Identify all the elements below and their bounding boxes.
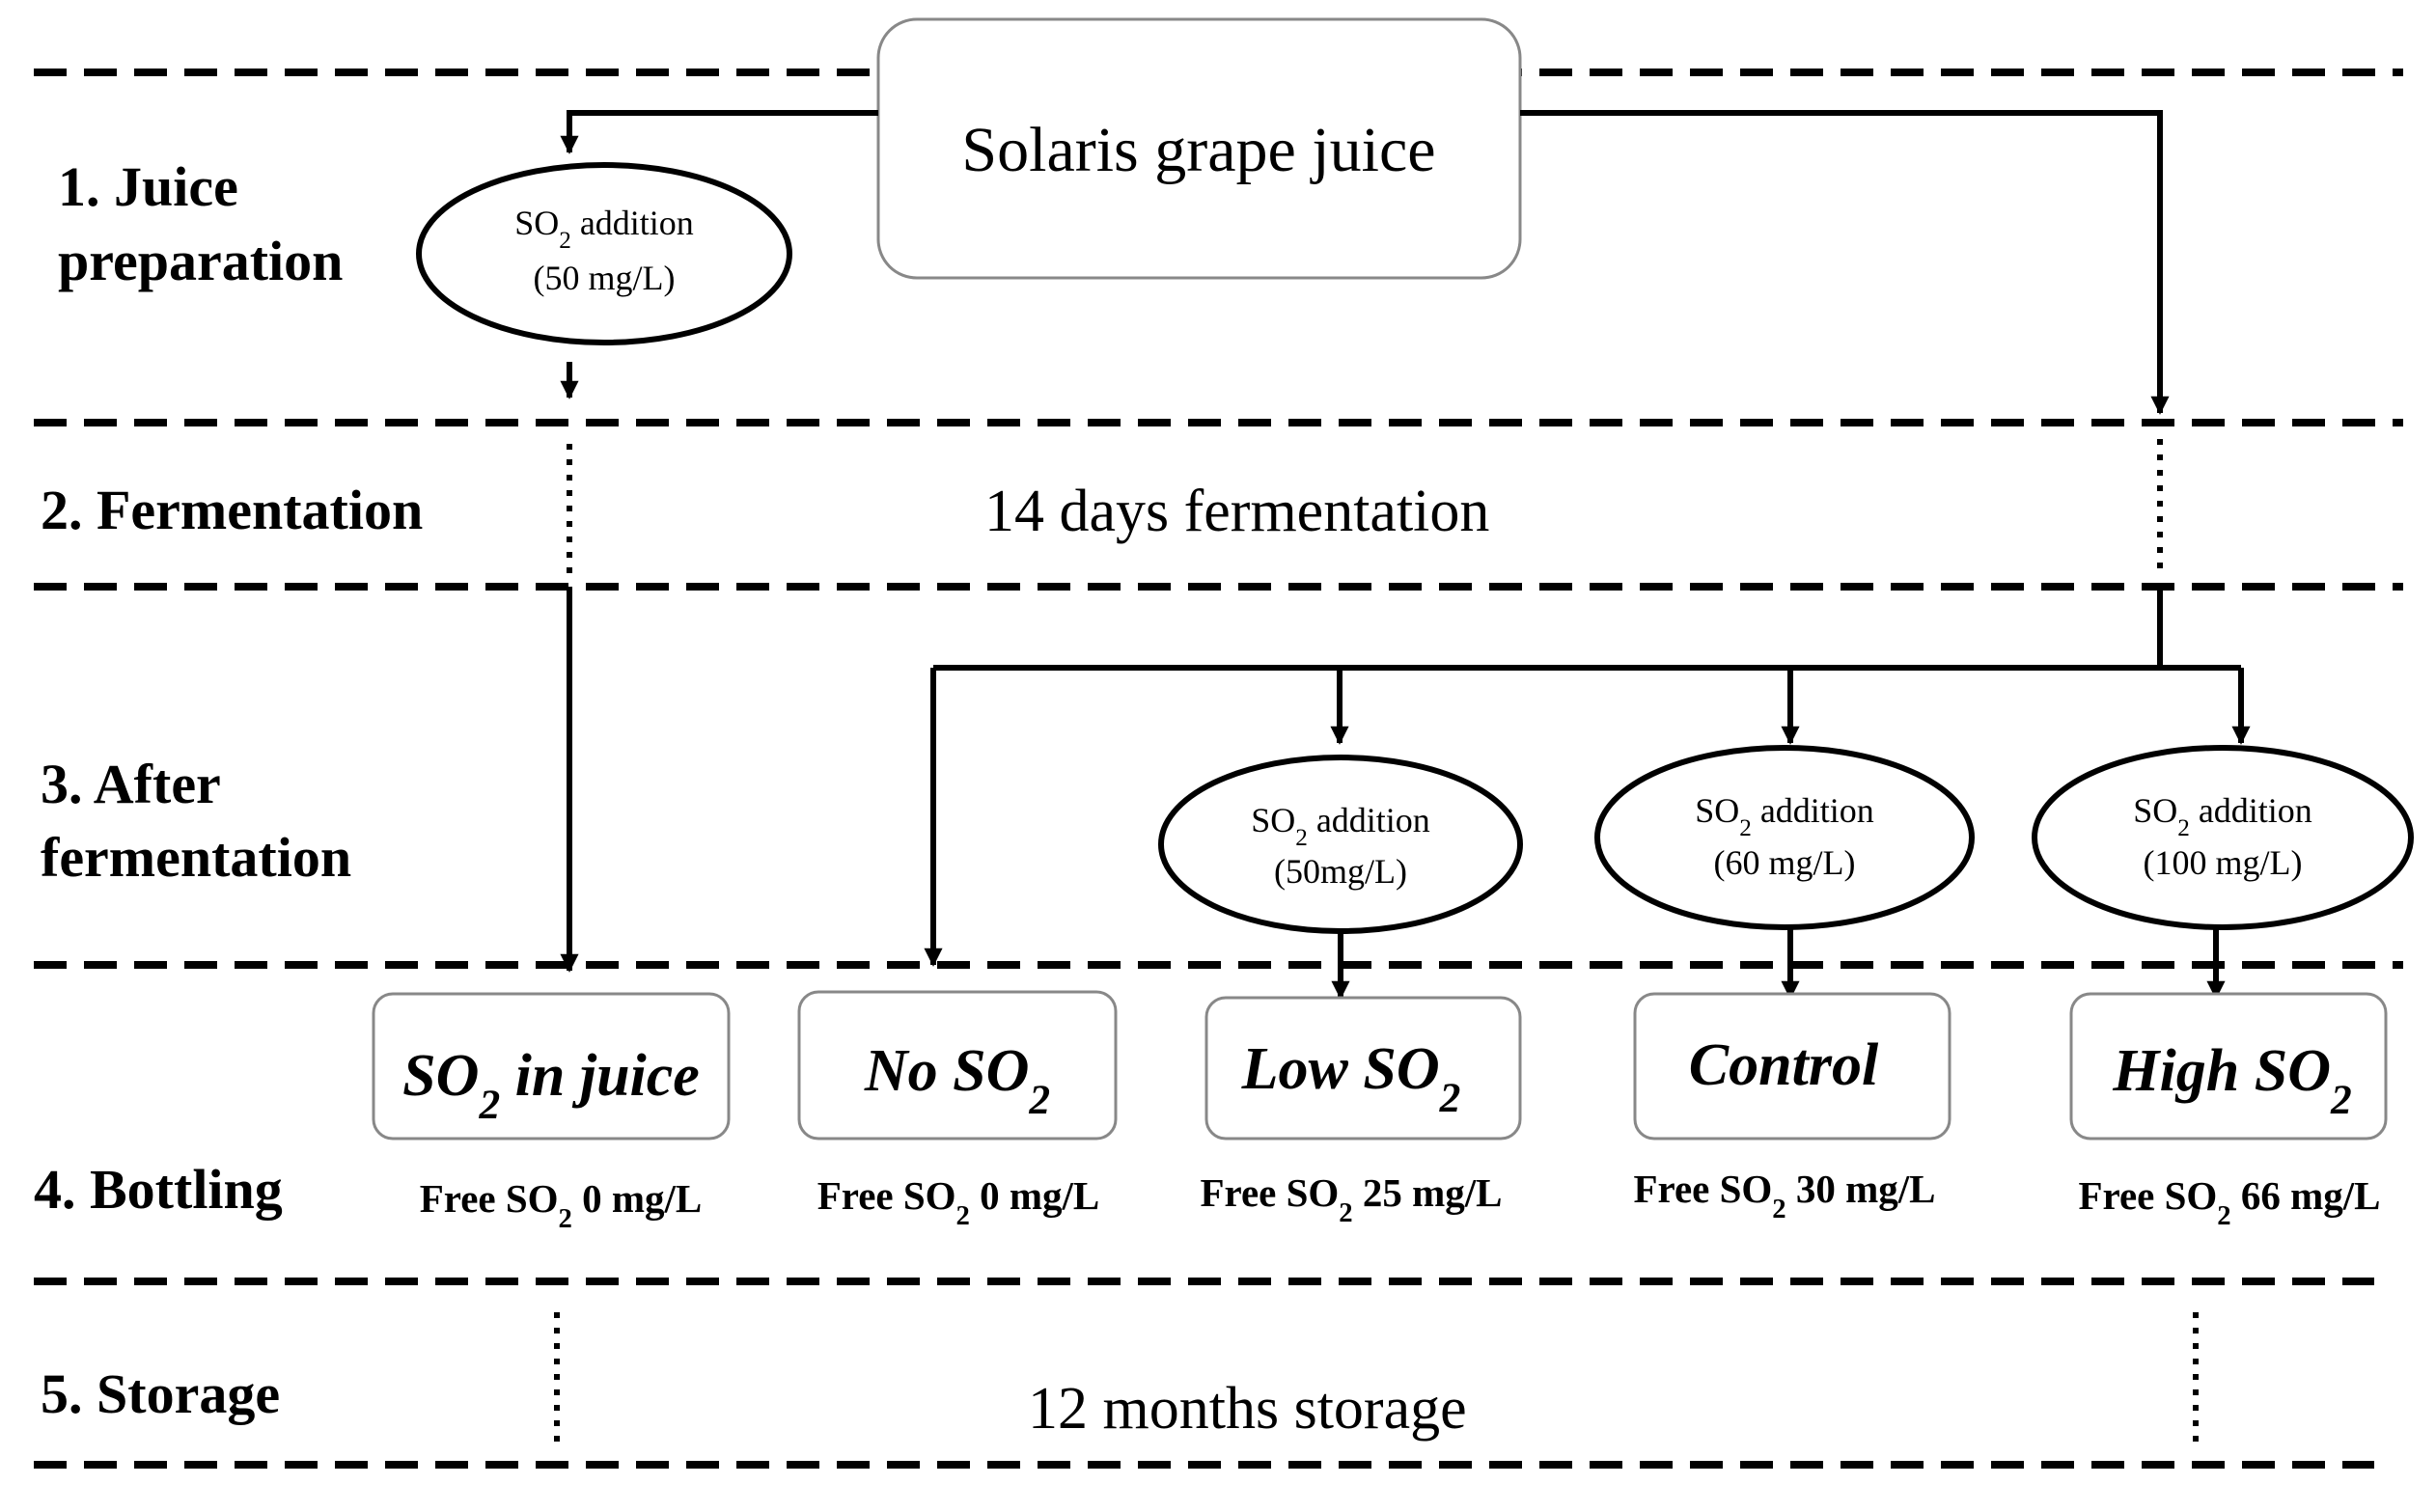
addition-low-amount: (50mg/L) bbox=[1274, 852, 1407, 891]
stage-separators bbox=[34, 69, 2403, 1469]
addition-high-ellipse bbox=[2032, 745, 2414, 930]
right-branch bbox=[924, 110, 2251, 967]
free-so2-value: Free SO2 66 mg/L bbox=[2078, 1173, 2380, 1231]
stage-label-after-line1: 3. After bbox=[41, 753, 221, 815]
addition-control-ellipse bbox=[1594, 745, 1975, 930]
storage-duration: 12 months storage bbox=[1028, 1376, 1467, 1442]
treatment-control: Control Free SO2 30 mg/L bbox=[1633, 992, 1952, 1224]
free-so2-value: Free SO2 0 mg/L bbox=[817, 1173, 1100, 1231]
stage-label-juice-line1: 1. Juice bbox=[58, 155, 238, 218]
addition-control: SO2 addition (60 mg/L) bbox=[1594, 745, 1975, 1000]
treatment-box bbox=[372, 992, 731, 1141]
treatment-box bbox=[1204, 996, 1522, 1141]
treatment-label: SO2 in juice bbox=[402, 1043, 700, 1128]
stage-label-after-line2: fermentation bbox=[41, 826, 351, 889]
juice-addition-label: SO2 addition bbox=[514, 204, 694, 254]
source-box bbox=[876, 17, 1522, 280]
source-node: Solaris grape juice bbox=[876, 17, 1522, 280]
stage-label-bottling: 4. Bottling bbox=[34, 1158, 283, 1221]
juice-addition-ellipse bbox=[416, 162, 792, 345]
stage-label-storage: 5. Storage bbox=[41, 1362, 280, 1425]
source-title: Solaris grape juice bbox=[961, 115, 1435, 185]
free-so2-value: Free SO2 0 mg/L bbox=[420, 1176, 703, 1234]
stage-labels: 1. Juice preparation 2. Fermentation 3. … bbox=[34, 155, 423, 1425]
treatment-box bbox=[1633, 992, 1952, 1141]
addition-low: SO2 addition (50mg/L) bbox=[1158, 755, 1523, 1000]
juice-addition-amount: (50 mg/L) bbox=[534, 259, 676, 297]
addition-low-ellipse bbox=[1158, 755, 1523, 934]
addition-high: SO2 addition (100 mg/L) bbox=[2032, 745, 2414, 1000]
treatment-so2-in-juice: SO2 in juice Free SO2 0 mg/L bbox=[372, 992, 731, 1234]
addition-high-label: SO2 addition bbox=[2133, 791, 2312, 841]
addition-low-label: SO2 addition bbox=[1251, 801, 1430, 851]
treatment-label: Low SO2 bbox=[1241, 1036, 1461, 1121]
stage-label-fermentation: 2. Fermentation bbox=[41, 479, 423, 541]
fermentation-duration: 14 days fermentation bbox=[984, 479, 1489, 544]
addition-control-label: SO2 addition bbox=[1695, 791, 1874, 841]
treatment-label: Control bbox=[1689, 1032, 1879, 1098]
treatment-high-so2: High SO2 Free SO2 66 mg/L bbox=[2069, 992, 2388, 1231]
stage-label-juice-line2: preparation bbox=[58, 230, 343, 292]
treatment-no-so2: No SO2 Free SO2 0 mg/L bbox=[797, 990, 1118, 1231]
free-so2-value: Free SO2 25 mg/L bbox=[1200, 1170, 1502, 1228]
treatment-label: No SO2 bbox=[864, 1038, 1050, 1123]
arrow-to-fermentation-right bbox=[1520, 110, 2170, 415]
juice-branch: SO2 addition (50 mg/L) bbox=[416, 110, 878, 973]
arrow-to-juice-addition bbox=[560, 110, 878, 154]
addition-high-amount: (100 mg/L) bbox=[2144, 843, 2303, 882]
addition-control-amount: (60 mg/L) bbox=[1714, 843, 1856, 882]
treatment-box bbox=[2069, 992, 2388, 1141]
free-so2-value: Free SO2 30 mg/L bbox=[1633, 1167, 1935, 1224]
treatment-label: High SO2 bbox=[2112, 1038, 2351, 1123]
treatment-box bbox=[797, 990, 1118, 1141]
treatment-low-so2: Low SO2 Free SO2 25 mg/L bbox=[1200, 996, 1522, 1228]
